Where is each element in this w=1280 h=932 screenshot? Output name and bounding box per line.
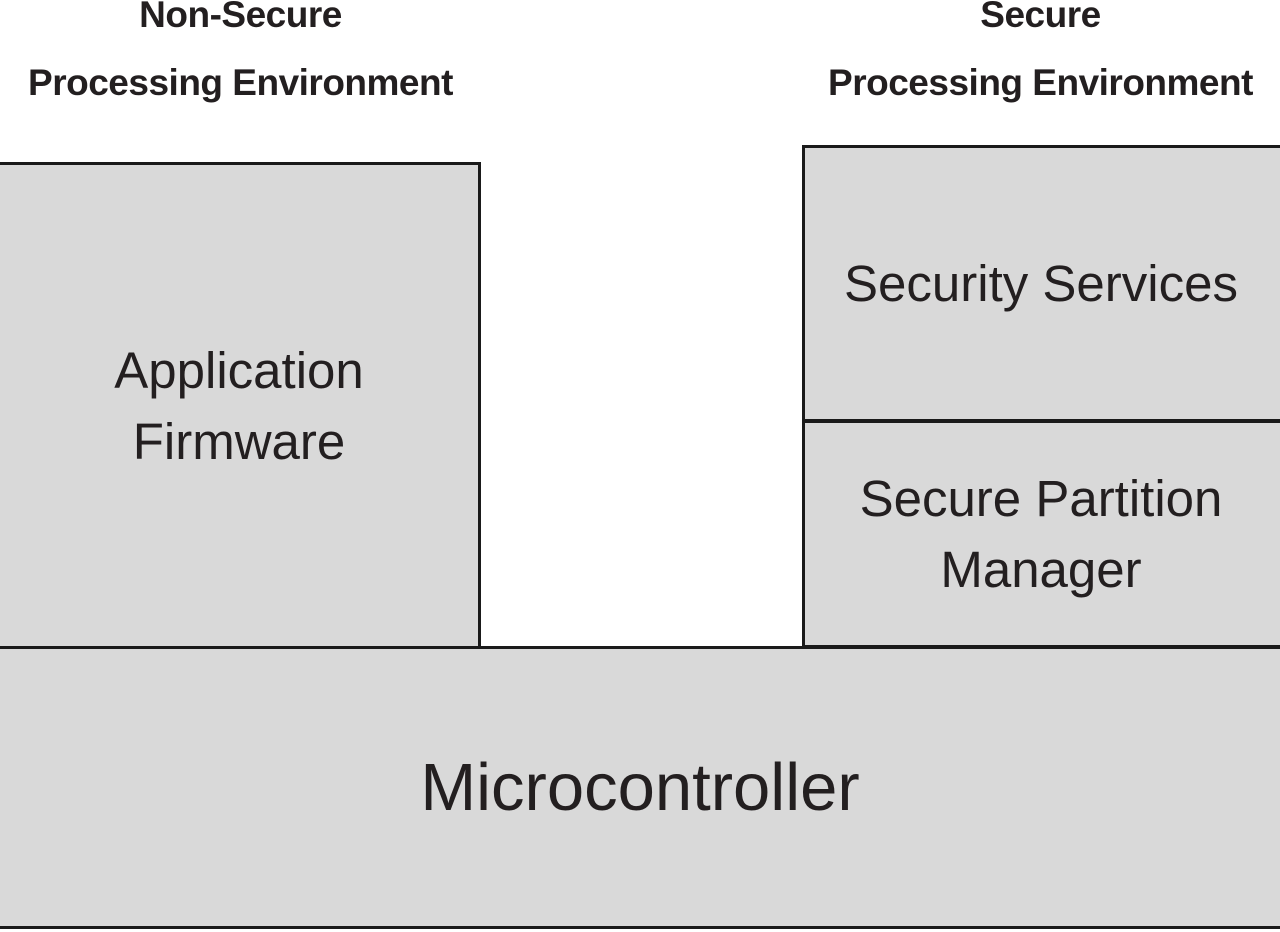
column-header-non-secure-line2: Processing Environment <box>28 62 453 103</box>
column-header-non-secure: Non-Secure Processing Environment <box>0 0 481 117</box>
block-security-services: Security Services <box>802 145 1280 422</box>
block-secure-partition-manager-label: Secure Partition Manager <box>859 470 1223 598</box>
block-microcontroller-label: Microcontroller <box>420 749 860 825</box>
block-security-services-label: Security Services <box>844 255 1238 312</box>
column-header-non-secure-line1: Non-Secure <box>139 0 342 35</box>
block-microcontroller: Microcontroller <box>0 646 1280 929</box>
column-header-secure-line1: Secure <box>980 0 1101 35</box>
column-header-secure-line2: Processing Environment <box>828 62 1253 103</box>
block-application-firmware: Application Firmware <box>0 162 481 649</box>
block-application-firmware-label: Application Firmware <box>114 341 364 470</box>
block-secure-partition-manager: Secure Partition Manager <box>802 420 1280 648</box>
column-header-secure: Secure Processing Environment <box>800 0 1280 117</box>
